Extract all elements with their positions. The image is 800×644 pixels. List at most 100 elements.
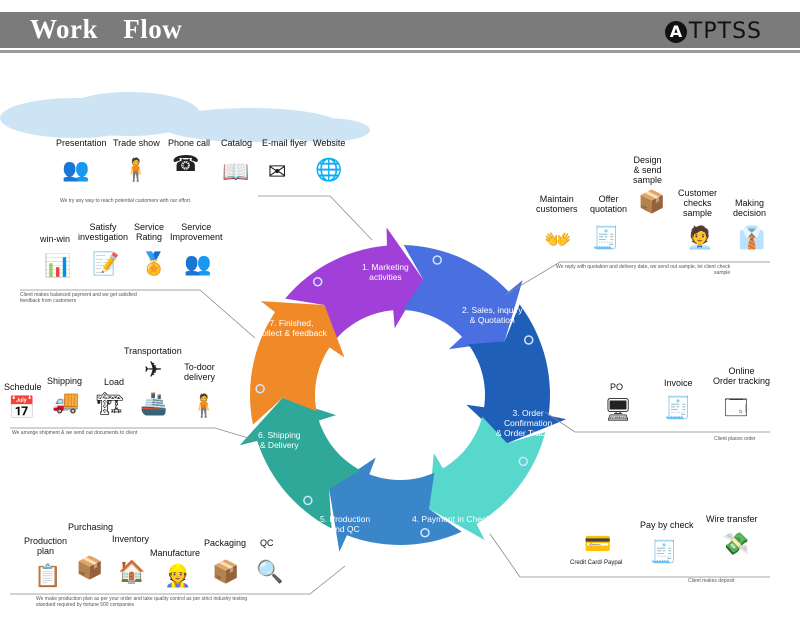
- production-note: We make production plan as per your orde…: [36, 596, 248, 608]
- stage-1-marker: [312, 276, 323, 287]
- stage-7-marker: [255, 383, 265, 394]
- marketing-tradeshow-label: Trade show: [113, 138, 160, 148]
- connector-line: [544, 411, 770, 433]
- connector-line: [20, 289, 256, 339]
- sales-quotation-label: Offer quotation: [590, 194, 628, 214]
- crane-icon: 🏗: [96, 391, 124, 416]
- shipping-shipping-label: Shipping: [47, 376, 83, 386]
- shipping-note: We arrange shipment & we send out docume…: [12, 430, 138, 436]
- payment-check-label: Pay by check: [640, 520, 694, 530]
- credit-card-icon: 💳: [584, 531, 612, 556]
- feedback-note: Client makes balanced payment and we get…: [20, 292, 137, 304]
- feedback-improvement-label: Service Improvement: [170, 222, 223, 242]
- marketing-emailflyer-label: E-mail flyer: [262, 138, 308, 148]
- po-computer-icon: 🖥: [604, 397, 632, 422]
- cloud-decoration: [280, 118, 370, 142]
- customers-icon: 👐: [544, 227, 572, 252]
- payment-note: Client makes deposit: [688, 578, 735, 584]
- marketing-phonecall-label: Phone call: [168, 138, 211, 148]
- order-invoice-label: Invoice: [664, 378, 693, 388]
- cycle-arrow-stage-5: [329, 457, 462, 552]
- improvement-meeting-icon: 👥: [184, 251, 212, 276]
- shipping-load-label: Load: [104, 377, 125, 387]
- winwin-chart-icon: 📊: [44, 253, 72, 278]
- check-icon: 🧾: [650, 539, 678, 564]
- email-icon: ✉: [268, 159, 287, 184]
- shipping-transport-label: Transportation: [124, 346, 182, 356]
- ship-icon: 🚢: [140, 391, 168, 416]
- stage-3-marker: [523, 335, 534, 345]
- marketing-presentation-label: Presentation: [56, 138, 107, 148]
- production-packaging-label: Packaging: [204, 538, 247, 548]
- stage-6-label: 6. Shipping & Delivery: [258, 430, 301, 450]
- investigation-icon: 📝: [92, 251, 120, 276]
- stage-3-label: 3. Order Confirmation & Order Tracking: [496, 408, 561, 438]
- worker-icon: 👷: [164, 563, 192, 588]
- production-manufacture-label: Manufacture: [150, 548, 201, 558]
- phone-icon: ☎: [172, 151, 200, 176]
- sales-note: We reply with quotation and delivery dat…: [556, 264, 731, 276]
- quotation-sheet-icon: 🧾: [592, 225, 620, 250]
- qc-inspection-icon: 🔍: [256, 559, 284, 584]
- connector-line: [10, 565, 346, 595]
- payment-wire-label: Wire transfer: [706, 514, 758, 524]
- stage-4-label: 4. Payment in Check: [412, 514, 491, 524]
- production-inventory-label: Inventory: [112, 534, 150, 544]
- website-globe-icon: 🌐: [315, 157, 343, 182]
- sales-sample-label: Design & send sample: [633, 155, 663, 185]
- stage-1-label: 1. Marketing activities: [362, 262, 409, 282]
- purchasing-boxes-icon: 📦: [76, 555, 104, 580]
- connector-line: [10, 427, 256, 441]
- production-purchasing-label: Purchasing: [68, 522, 114, 532]
- sales-decision-label: Making decision: [733, 198, 767, 218]
- plan-clipboard-icon: 📋: [34, 563, 62, 588]
- delivery-person-icon: 🧍: [190, 393, 218, 418]
- sales-check-label: Customer checks sample: [678, 188, 718, 218]
- checking-sample-icon: 🧑‍💼: [686, 225, 714, 250]
- feedback-satisfy-label: Satisfy investigation: [78, 222, 129, 242]
- cycle-arrow-stage-2: [402, 245, 523, 350]
- shipping-schedule-label: Schedule: [4, 382, 42, 392]
- rating-ribbon-icon: 🏅: [140, 251, 168, 276]
- shipping-todoor-label: To-door delivery: [184, 362, 216, 382]
- brand-mark-icon: A: [664, 20, 687, 43]
- truck-icon: 🚚: [52, 389, 80, 414]
- stage-7-label: 7. Finished, Collect & feedback: [256, 318, 327, 338]
- connector-line: [489, 533, 770, 578]
- cycle-arrow-stage-6: [239, 397, 361, 529]
- connector-line: [258, 195, 373, 241]
- payment-card-label: Credit Card/ Paypal: [570, 560, 623, 566]
- packaging-icon: 📦: [212, 559, 240, 584]
- decision-meeting-icon: 👔: [738, 225, 766, 250]
- header-divider: [0, 50, 800, 53]
- cycle-arrow-stage-4: [429, 416, 546, 541]
- airplane-icon: ✈: [144, 357, 163, 382]
- stage-2-label: 2. Sales, inquiry & Quotation: [462, 305, 523, 325]
- sales-maintain-label: Maintain customers: [536, 194, 578, 214]
- marketing-website-label: Website: [313, 138, 346, 148]
- cycle-arrow-stage-7: [250, 301, 345, 425]
- invoice-icon: 🧾: [664, 395, 692, 420]
- stage-2-marker: [432, 255, 442, 265]
- production-qc-label: QC: [260, 538, 274, 548]
- connector-line: [504, 261, 770, 296]
- wire-transfer-icon: 💸: [722, 531, 750, 556]
- brand-logo: A TPTSS: [664, 19, 762, 44]
- sample-box-icon: 📦: [638, 189, 666, 214]
- marketing-note: We try any way to reach potential custom…: [60, 198, 192, 204]
- stage-5-label: 5. Production and QC: [320, 514, 371, 534]
- tracking-screen-icon: 🗔: [724, 395, 748, 420]
- order-note: Client places order: [714, 436, 756, 442]
- order-po-label: PO: [610, 382, 624, 392]
- stage-4-marker: [518, 456, 529, 467]
- marketing-catalog-label: Catalog: [221, 138, 253, 148]
- presentation-icon: 👥: [62, 157, 90, 182]
- trade-show-icon: 🧍: [122, 157, 150, 182]
- page-title: Work Flow: [30, 14, 183, 44]
- stage-6-marker: [303, 495, 313, 506]
- cycle-arrow-stage-1: [285, 227, 424, 340]
- warehouse-icon: 🏠: [118, 559, 146, 584]
- brand-name: TPTSS: [688, 19, 762, 44]
- stage-5-marker: [420, 528, 430, 538]
